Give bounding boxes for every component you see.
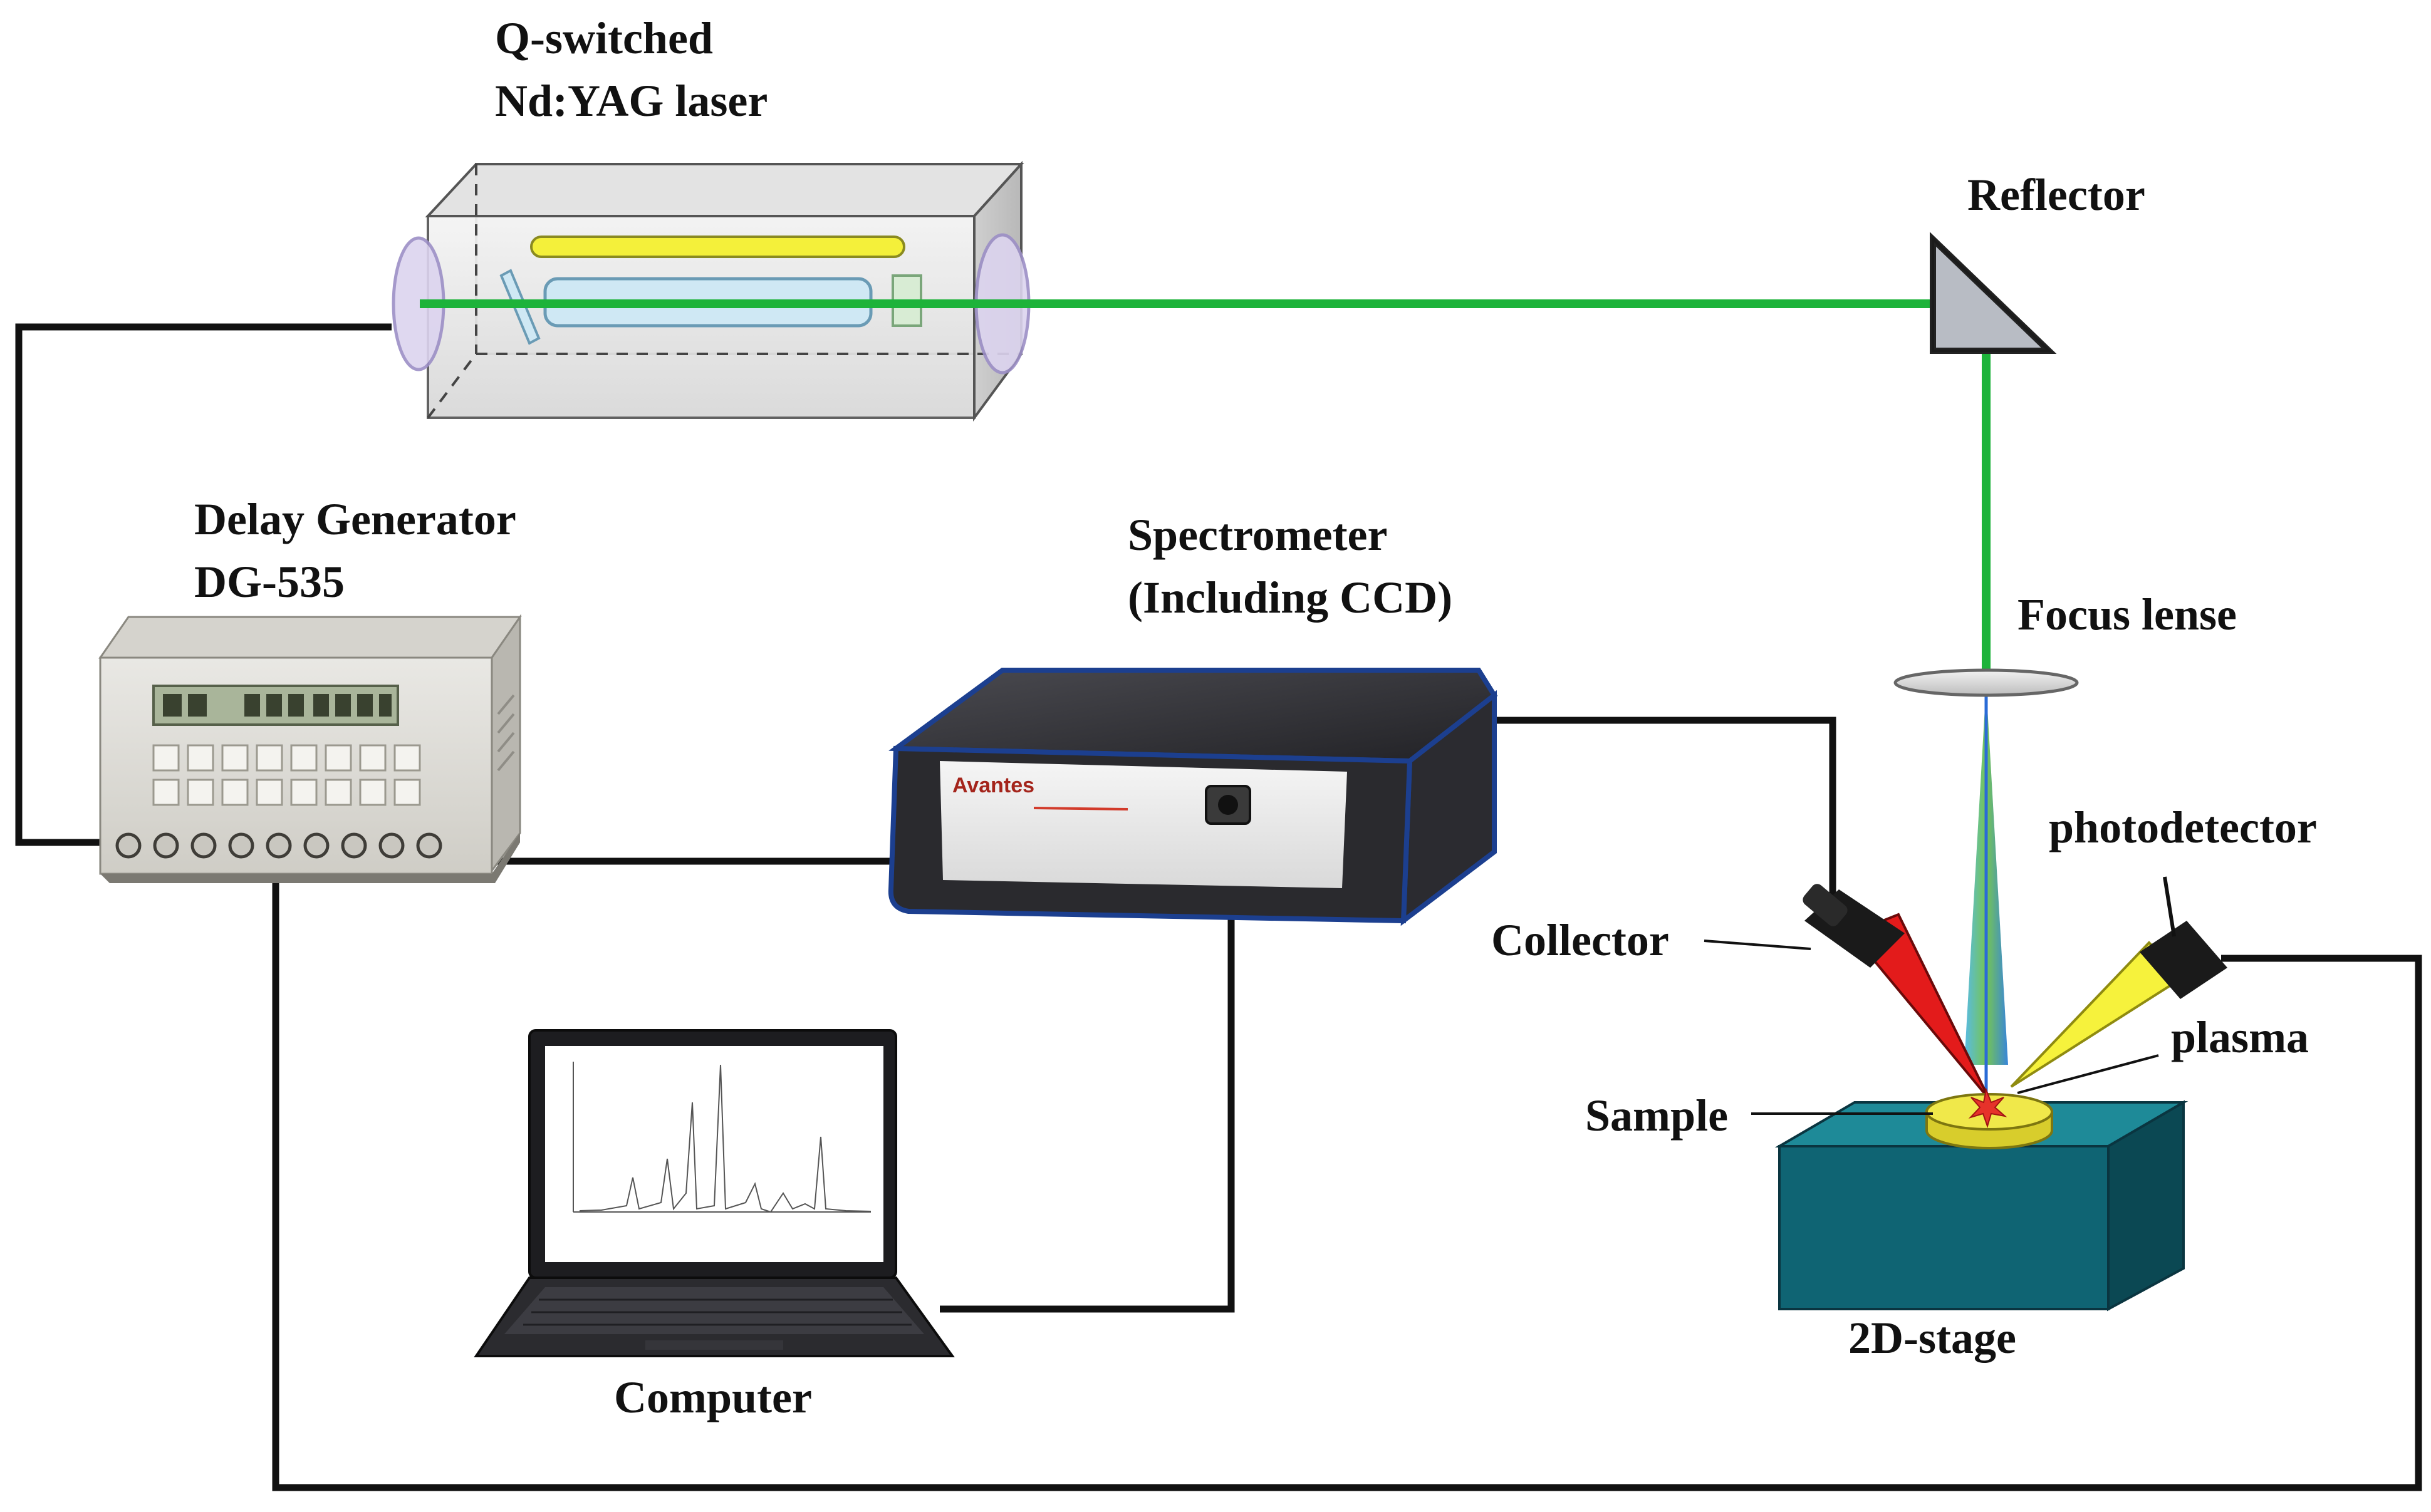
wire-spectrometer-to-computer bbox=[940, 914, 1235, 1313]
prism-reflector-icon bbox=[1930, 232, 2057, 354]
delay-generator-label-line1: Delay Generator bbox=[194, 494, 516, 544]
reflector-label: Reflector bbox=[1967, 170, 2145, 220]
stage-label: 2D-stage bbox=[1848, 1313, 2016, 1363]
collector-probe-icon bbox=[1803, 884, 1991, 1100]
laser-cavity-icon bbox=[392, 160, 1031, 422]
focus-lens-label: Focus lense bbox=[2017, 589, 2237, 639]
stage-block-icon bbox=[1774, 1100, 2189, 1312]
label-leader-lines bbox=[1704, 940, 1933, 1115]
photodetector-probe-icon bbox=[2010, 876, 2227, 1094]
collector-label: Collector bbox=[1491, 915, 1669, 965]
laser-label-line1: Q-switched bbox=[495, 13, 713, 63]
spectrometer-label-line1: Spectrometer bbox=[1128, 510, 1387, 560]
laser-label-line2: Nd:YAG laser bbox=[495, 76, 768, 126]
lens-icon bbox=[1893, 668, 2079, 1096]
computer-label: Computer bbox=[614, 1372, 812, 1422]
spectrometer-label-line2: (Including CCD) bbox=[1128, 572, 1452, 623]
wire-spectrometer-to-collector bbox=[1494, 717, 1836, 908]
wire-delay-generator-to-photodetector bbox=[272, 852, 2422, 1491]
wire-laser-to-delay-generator bbox=[15, 323, 392, 846]
sample-label: Sample bbox=[1585, 1090, 1728, 1141]
delay-generator-device-icon bbox=[98, 614, 522, 883]
laser-rod bbox=[530, 236, 905, 258]
delay-generator-label-line2: DG-535 bbox=[194, 557, 345, 607]
photodetector-label: photodetector bbox=[2049, 802, 2317, 852]
spectrometer-device-icon: Avantes bbox=[888, 668, 1498, 926]
laptop-icon bbox=[474, 1029, 955, 1357]
screen-spectrum-plot bbox=[573, 1062, 872, 1213]
svg-text:Avantes: Avantes bbox=[952, 774, 1034, 797]
connection-wires bbox=[15, 323, 2422, 1491]
plasma-label: plasma bbox=[2171, 1012, 2309, 1062]
plasma-spark-icon bbox=[1968, 1087, 2007, 1129]
